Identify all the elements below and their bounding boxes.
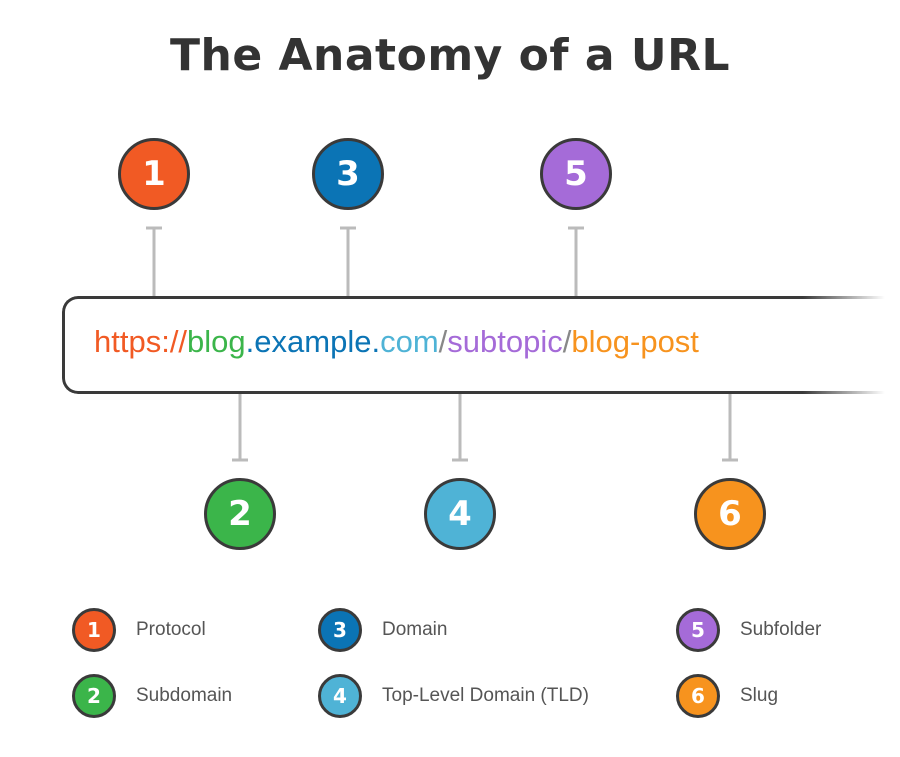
url-bar (62, 296, 885, 394)
url-protocol: https:// (94, 324, 188, 359)
url-subfolder: subtopic (447, 324, 563, 359)
marker-5: 5 (540, 138, 612, 210)
url-subdomain: blog (187, 324, 246, 359)
marker-3: 3 (312, 138, 384, 210)
url-domain: example (254, 324, 372, 359)
legend-item-subdomain: 2 Subdomain (72, 674, 232, 718)
url-slash: / (562, 324, 572, 359)
legend-label: Domain (382, 619, 448, 640)
marker-6: 6 (694, 478, 766, 550)
legend-label: Protocol (136, 619, 206, 640)
url-dot: . (245, 324, 255, 359)
legend-marker: 2 (72, 674, 116, 718)
legend-marker: 6 (676, 674, 720, 718)
marker-4: 4 (424, 478, 496, 550)
legend-item-tld: 4 Top-Level Domain (TLD) (318, 674, 589, 718)
url-slug: blog-post (571, 324, 699, 359)
legend-marker: 5 (676, 608, 720, 652)
legend-item-slug: 6 Slug (676, 674, 778, 718)
diagram-title: The Anatomy of a URL (169, 30, 731, 81)
legend-label: Subdomain (136, 685, 233, 706)
legend-marker: 4 (318, 674, 362, 718)
legend-item-protocol: 1 Protocol (72, 608, 206, 652)
url-text: https://blog.example.com/subtopic/blog-p… (94, 320, 699, 364)
url-dot: . (371, 324, 381, 359)
legend-label: Slug (740, 685, 779, 706)
url-slash: / (438, 324, 448, 359)
legend-item-domain: 3 Domain (318, 608, 447, 652)
legend-item-subfolder: 5 Subfolder (676, 608, 821, 652)
marker-1: 1 (118, 138, 190, 210)
legend-marker: 3 (318, 608, 362, 652)
legend-label: Top-Level Domain (TLD) (382, 685, 589, 706)
legend-label: Subfolder (740, 619, 822, 640)
url-tld: com (380, 324, 439, 359)
legend-marker: 1 (72, 608, 116, 652)
marker-2: 2 (204, 478, 276, 550)
